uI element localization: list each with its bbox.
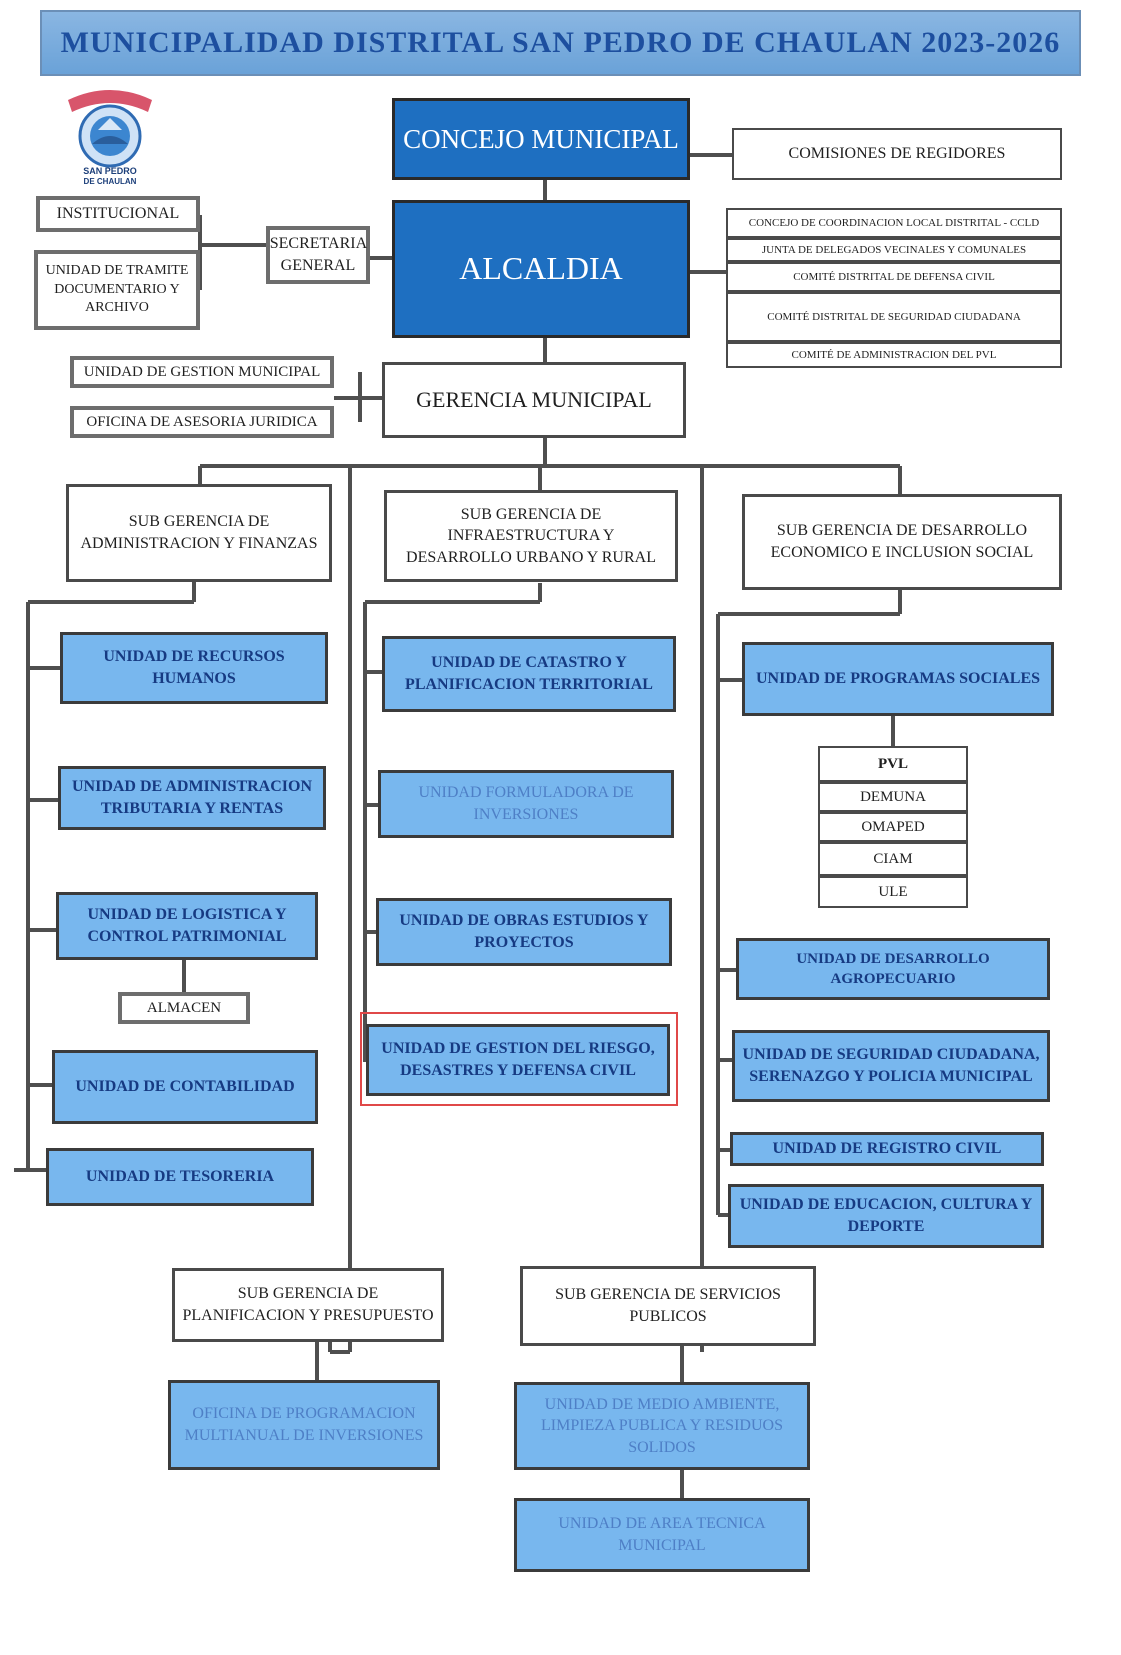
- comite-pvl-label: COMITÉ DE ADMINISTRACION DEL PVL: [791, 348, 997, 361]
- programa-pvl: PVL: [818, 746, 968, 782]
- comisiones-box: COMISIONES DE REGIDORES: [732, 128, 1062, 180]
- unit-gestion-riesgo: UNIDAD DE GESTION DEL RIESGO, DESASTRES …: [366, 1024, 670, 1096]
- logo-text-line-2: DE CHAULAN: [84, 177, 137, 186]
- unit-seguridad-ciudadana: UNIDAD DE SEGURIDAD CIUDADANA, SERENAZGO…: [732, 1030, 1050, 1102]
- unit-registro-civil: UNIDAD DE REGISTRO CIVIL: [730, 1132, 1044, 1166]
- institucional-label: INSTITUCIONAL: [56, 205, 180, 223]
- programa-demuna: DEMUNA: [818, 782, 968, 812]
- unit-administracion-tributaria: UNIDAD DE ADMINISTRACION TRIBUTARIA Y RE…: [58, 766, 326, 830]
- tramite-box: UNIDAD DE TRAMITE DOCUMENTARIO Y ARCHIVO: [34, 250, 200, 330]
- comite-ccld-label: CONCEJO DE COORDINACION LOCAL DISTRITAL …: [748, 216, 1040, 229]
- unit-contabilidad: UNIDAD DE CONTABILIDAD: [52, 1050, 318, 1124]
- almacen-box: ALMACEN: [118, 992, 250, 1024]
- unit-administracion-tributaria-label: UNIDAD DE ADMINISTRACION TRIBUTARIA Y RE…: [71, 778, 313, 817]
- unit-formuladora-label: UNIDAD FORMULADORA DE INVERSIONES: [418, 784, 634, 823]
- comite-defensa-civil: COMITÉ DISTRITAL DE DEFENSA CIVIL: [726, 262, 1062, 292]
- unit-obras-label: UNIDAD DE OBRAS ESTUDIOS Y PROYECTOS: [399, 912, 649, 951]
- page-title: MUNICIPALIDAD DISTRITAL SAN PEDRO DE CHA…: [40, 10, 1081, 76]
- unit-medio-ambiente-label: UNIDAD DE MEDIO AMBIENTE, LIMPIEZA PUBLI…: [541, 1395, 783, 1456]
- unit-programas-sociales-label: UNIDAD DE PROGRAMAS SOCIALES: [755, 670, 1041, 688]
- sub-servicios-box: SUB GERENCIA DE SERVICIOS PUBLICOS: [520, 1266, 816, 1346]
- unit-contabilidad-label: UNIDAD DE CONTABILIDAD: [75, 1078, 295, 1096]
- institucional-box: INSTITUCIONAL: [36, 196, 200, 232]
- programa-omaped: OMAPED: [818, 812, 968, 842]
- unit-seguridad-ciudadana-label: UNIDAD DE SEGURIDAD CIUDADANA, SERENAZGO…: [742, 1046, 1040, 1085]
- programa-demuna-label: DEMUNA: [860, 788, 926, 805]
- tramite-label: UNIDAD DE TRAMITE DOCUMENTARIO Y ARCHIVO: [45, 262, 189, 316]
- sub-servicios-label: SUB GERENCIA DE SERVICIOS PUBLICOS: [555, 1286, 781, 1325]
- unit-gestion-riesgo-label: UNIDAD DE GESTION DEL RIESGO, DESASTRES …: [381, 1040, 655, 1079]
- unit-desarrollo-agropecuario: UNIDAD DE DESARROLLO AGROPECUARIO: [736, 938, 1050, 1000]
- comite-juntas-label: JUNTA DE DELEGADOS VECINALES Y COMUNALES: [761, 243, 1027, 256]
- comite-pvl: COMITÉ DE ADMINISTRACION DEL PVL: [726, 342, 1062, 368]
- unit-recursos-humanos-label: UNIDAD DE RECURSOS HUMANOS: [103, 648, 285, 687]
- concejo-municipal-box: CONCEJO MUNICIPAL: [392, 98, 690, 180]
- asesoria-juridica-label: OFICINA DE ASESORIA JURIDICA: [86, 413, 318, 430]
- unit-tesoreria: UNIDAD DE TESORERIA: [46, 1148, 314, 1206]
- unit-catastro: UNIDAD DE CATASTRO Y PLANIFICACION TERRI…: [382, 636, 676, 712]
- unit-obras: UNIDAD DE OBRAS ESTUDIOS Y PROYECTOS: [376, 898, 672, 966]
- programa-ciam: CIAM: [818, 842, 968, 876]
- unit-logistica: UNIDAD DE LOGISTICA Y CONTROL PATRIMONIA…: [56, 892, 318, 960]
- sub-desarrollo-box: SUB GERENCIA DE DESARROLLO ECONOMICO E I…: [742, 494, 1062, 590]
- highlight-frame: [360, 1012, 678, 1106]
- programa-omaped-label: OMAPED: [861, 818, 925, 835]
- secretaria-label: SECRETARIA GENERAL: [269, 235, 368, 274]
- programa-ule-label: ULE: [878, 883, 908, 900]
- sub-admin-label: SUB GERENCIA DE ADMINISTRACION Y FINANZA…: [80, 513, 318, 552]
- unit-recursos-humanos: UNIDAD DE RECURSOS HUMANOS: [60, 632, 328, 704]
- unit-desarrollo-agropecuario-label: UNIDAD DE DESARROLLO AGROPECUARIO: [796, 950, 990, 987]
- unit-catastro-label: UNIDAD DE CATASTRO Y PLANIFICACION TERRI…: [405, 654, 653, 693]
- almacen-label: ALMACEN: [146, 999, 222, 1016]
- secretaria-box: SECRETARIA GENERAL: [266, 226, 370, 284]
- unit-programacion-multianual: OFICINA DE PROGRAMACION MULTIANUAL DE IN…: [168, 1380, 440, 1470]
- unit-registro-civil-label: UNIDAD DE REGISTRO CIVIL: [772, 1140, 1002, 1158]
- sub-planificacion-box: SUB GERENCIA DE PLANIFICACION Y PRESUPUE…: [172, 1268, 444, 1342]
- comite-defensa-civil-label: COMITÉ DISTRITAL DE DEFENSA CIVIL: [793, 270, 995, 283]
- unit-formuladora: UNIDAD FORMULADORA DE INVERSIONES: [378, 770, 674, 838]
- gestion-municipal-box: UNIDAD DE GESTION MUNICIPAL: [70, 356, 334, 388]
- unit-programacion-multianual-label: OFICINA DE PROGRAMACION MULTIANUAL DE IN…: [184, 1405, 424, 1444]
- unit-tesoreria-label: UNIDAD DE TESORERIA: [85, 1168, 275, 1186]
- programa-pvl-label: PVL: [878, 755, 908, 772]
- sub-infra-label: SUB GERENCIA DE INFRAESTRUCTURA Y DESARR…: [406, 505, 656, 566]
- sub-admin-box: SUB GERENCIA DE ADMINISTRACION Y FINANZA…: [66, 484, 332, 582]
- unit-area-tecnica: UNIDAD DE AREA TECNICA MUNICIPAL: [514, 1498, 810, 1572]
- concejo-label: CONCEJO MUNICIPAL: [403, 123, 679, 154]
- gerencia-municipal-label: GERENCIA MUNICIPAL: [416, 387, 652, 413]
- unit-programas-sociales: UNIDAD DE PROGRAMAS SOCIALES: [742, 642, 1054, 716]
- alcaldia-box: ALCALDIA: [392, 200, 690, 338]
- unit-medio-ambiente: UNIDAD DE MEDIO AMBIENTE, LIMPIEZA PUBLI…: [514, 1382, 810, 1470]
- sub-planificacion-label: SUB GERENCIA DE PLANIFICACION Y PRESUPUE…: [182, 1285, 434, 1324]
- comite-seguridad: COMITÉ DISTRITAL DE SEGURIDAD CIUDADANA: [726, 292, 1062, 342]
- gerencia-municipal-box: GERENCIA MUNICIPAL: [382, 362, 686, 438]
- sub-infra-box: SUB GERENCIA DE INFRAESTRUCTURA Y DESARR…: [384, 490, 678, 582]
- municipal-seal-icon: SAN PEDRO DE CHAULAN: [68, 90, 152, 186]
- unit-educacion: UNIDAD DE EDUCACION, CULTURA Y DEPORTE: [728, 1184, 1044, 1248]
- sub-desarrollo-label: SUB GERENCIA DE DESARROLLO ECONOMICO E I…: [770, 522, 1034, 561]
- comite-ccld: CONCEJO DE COORDINACION LOCAL DISTRITAL …: [726, 208, 1062, 238]
- unit-educacion-label: UNIDAD DE EDUCACION, CULTURA Y DEPORTE: [739, 1196, 1033, 1235]
- asesoria-juridica-box: OFICINA DE ASESORIA JURIDICA: [70, 406, 334, 438]
- comite-seguridad-label: COMITÉ DISTRITAL DE SEGURIDAD CIUDADANA: [767, 310, 1021, 323]
- unit-logistica-label: UNIDAD DE LOGISTICA Y CONTROL PATRIMONIA…: [87, 906, 287, 945]
- logo-text-line-1: SAN PEDRO: [83, 166, 137, 176]
- unit-area-tecnica-label: UNIDAD DE AREA TECNICA MUNICIPAL: [558, 1515, 766, 1554]
- alcaldia-label: ALCALDIA: [459, 250, 623, 287]
- gestion-municipal-label: UNIDAD DE GESTION MUNICIPAL: [83, 363, 321, 380]
- programa-ciam-label: CIAM: [873, 850, 913, 867]
- programa-ule: ULE: [818, 876, 968, 908]
- comisiones-label: COMISIONES DE REGIDORES: [788, 145, 1006, 163]
- comite-juntas: JUNTA DE DELEGADOS VECINALES Y COMUNALES: [726, 238, 1062, 262]
